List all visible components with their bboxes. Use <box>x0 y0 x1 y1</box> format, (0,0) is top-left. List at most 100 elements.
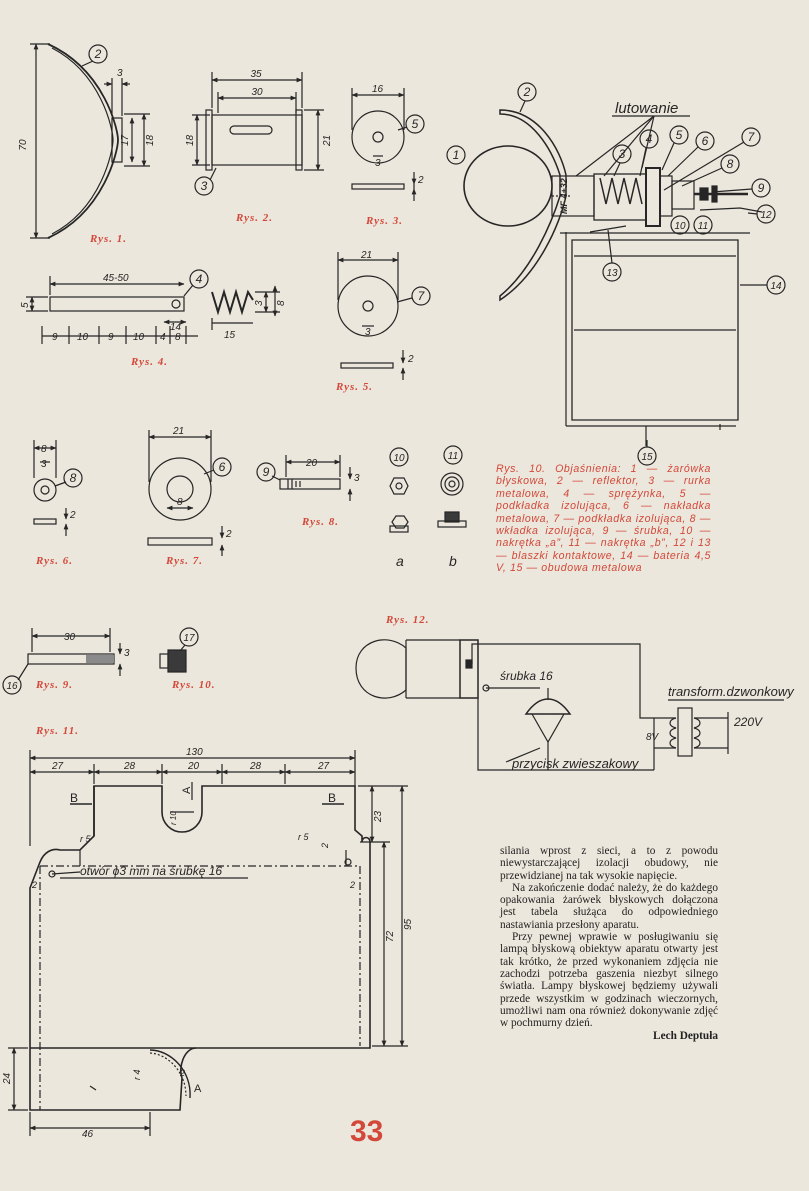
rys10-part-12: 12 <box>760 210 772 221</box>
article-author: Lech Deptuła <box>653 1030 718 1043</box>
rys10-part-11: 11 <box>698 221 708 232</box>
rys4-dim-spring-8: 8 <box>276 300 287 306</box>
rys6-dim-8: 8 <box>41 444 47 455</box>
rys6-dim-3: 3 <box>41 459 47 470</box>
rys2-dim-18: 18 <box>185 134 196 146</box>
rys8-caption: Rys. 8. <box>302 516 340 528</box>
rys4-part-number: 4 <box>196 272 203 286</box>
rys10-part-7: 7 <box>748 130 756 144</box>
rys12-schematic-drawing <box>355 639 784 771</box>
rys2-dim-35: 35 <box>250 69 262 80</box>
rys3-caption: Rys. 3. <box>366 215 404 227</box>
rys4-strip-drawing <box>26 269 280 344</box>
rys9-caption: Rys. 9. <box>36 679 74 691</box>
rys11-marker-a-bottom: A <box>194 1083 202 1095</box>
rys3-washer-drawing <box>351 88 425 201</box>
rys11-dim-r4: r 4 <box>132 1069 142 1080</box>
rys10-part-9: 9 <box>758 181 765 195</box>
rys9-dim-30: 30 <box>64 632 76 643</box>
rys1-dim-17: 17 <box>120 134 131 146</box>
rys6-caption: Rys. 6. <box>36 555 74 567</box>
rys8-bolt-drawing <box>256 445 467 533</box>
rys6-ring-drawing <box>33 440 83 536</box>
rys6-dim-thickness: 2 <box>69 510 76 521</box>
rys5-caption: Rys. 5. <box>336 381 374 393</box>
article-paragraph: silania wprost z sieci, a to z powodu ni… <box>500 845 718 882</box>
rys10-part-15: 15 <box>641 452 653 463</box>
rys9-dim-3: 3 <box>124 648 130 659</box>
rys12-caption: Rys. 12. <box>386 614 430 626</box>
rys4-dim-spring-3: 3 <box>254 300 265 306</box>
rys4-dim-seg2: 10 <box>77 332 89 343</box>
rys10-part-6: 6 <box>702 134 709 148</box>
rys11-hole-note: otwór ϕ3 mm na śrubkę 16 <box>80 864 222 878</box>
rys4-dim-width: 5 <box>20 302 31 308</box>
article-text: silania wprost z sieci, a to z powodu ni… <box>500 845 718 1043</box>
rys11-dim-27b: 27 <box>317 761 330 772</box>
rys11-dim-46: 46 <box>82 1129 94 1140</box>
rys4-dim-seg5: 4 <box>160 332 166 343</box>
rys2-caption: Rys. 2. <box>236 212 274 224</box>
rys5-dim-hole: 3 <box>365 327 371 338</box>
rys11-dim-2b: 2 <box>31 880 37 890</box>
rys8-sublabel-a: a <box>396 553 404 569</box>
rys11-dim-72: 72 <box>385 930 396 942</box>
rys4-dim-length: 45-50 <box>103 273 129 284</box>
rys11-dim-20: 20 <box>187 761 200 772</box>
rys1-part-number: 2 <box>94 47 102 61</box>
rys11-dim-95: 95 <box>403 918 414 930</box>
rys1-caption: Rys. 1. <box>90 233 128 245</box>
rys2-tube-drawing <box>192 72 324 196</box>
rys12-srubka: śrubka 16 <box>500 669 553 683</box>
rys2-dim-30: 30 <box>251 87 263 98</box>
rys10-small-caption: Rys. 10. <box>172 679 216 691</box>
rys10-legend: Rys. 10. Objaśnienia: 1 — żarówka błysko… <box>496 463 711 575</box>
rys12-v-mains: 220V <box>733 715 763 729</box>
rys10-part-14: 14 <box>770 281 782 292</box>
rys10-lamp-assembly-drawing <box>446 82 786 466</box>
rys11-dim-24: 24 <box>2 1072 13 1085</box>
rys8-part-11: 11 <box>448 451 458 462</box>
rys12-transformer: transform.dzwonkowy <box>668 684 795 699</box>
rys3-dim-hole: 3 <box>375 158 381 169</box>
rys2-dim-21: 21 <box>322 135 333 147</box>
rys8-part-10: 10 <box>393 453 405 464</box>
rys3-dim-16: 16 <box>372 84 384 95</box>
article-paragraph: Przy pewnej wprawie w posługiwaniu się l… <box>500 931 718 1030</box>
rys11-dim-r10: r 10 <box>169 811 178 825</box>
rys9-part-number: 16 <box>6 681 18 692</box>
rys11-dim-130: 130 <box>186 747 203 758</box>
rys3-part-number: 5 <box>412 117 419 131</box>
rys5-dim-thickness: 2 <box>407 354 414 365</box>
rys8-dim-3: 3 <box>354 473 360 484</box>
rys10-part-2: 2 <box>523 85 531 99</box>
rys5-washer-drawing <box>337 252 431 380</box>
rys10-part-17: 17 <box>183 633 195 644</box>
rys6-part-number: 8 <box>70 471 77 485</box>
rys7-dim-thickness: 2 <box>225 529 232 540</box>
rys1-reflector-drawing <box>30 43 150 239</box>
rys4-dim-spring-15: 15 <box>224 330 236 341</box>
rys11-dim-28a: 28 <box>123 761 136 772</box>
rys8-sublabel-b: b <box>449 553 457 569</box>
rys7-caption: Rys. 7. <box>166 555 204 567</box>
rys10-part-4: 4 <box>646 132 653 146</box>
rys7-dim-8: 8 <box>177 497 183 508</box>
rys5-dim-21: 21 <box>360 250 372 261</box>
rys11-dim-2c: 2 <box>349 880 355 890</box>
rys10-part-10: 10 <box>674 221 686 232</box>
rys11-dim-r5b: r 5 <box>298 832 309 842</box>
rys10-part-5: 5 <box>676 128 683 142</box>
rys4-dim-seg6: 8 <box>175 332 181 343</box>
rys10-part-3: 3 <box>619 147 626 161</box>
rys1-dim-18: 18 <box>145 134 156 146</box>
rys4-dim-seg4: 10 <box>133 332 145 343</box>
rys10-knob-drawing <box>159 627 199 673</box>
rys11-template-drawing <box>8 750 408 1136</box>
rys11-dim-27a: 27 <box>51 761 64 772</box>
rys4-dim-seg1: 9 <box>52 332 58 343</box>
rys10-part-8: 8 <box>727 157 734 171</box>
rys11-marker-a-top: A <box>181 786 193 794</box>
rys11-caption: Rys. 11. <box>36 725 79 737</box>
